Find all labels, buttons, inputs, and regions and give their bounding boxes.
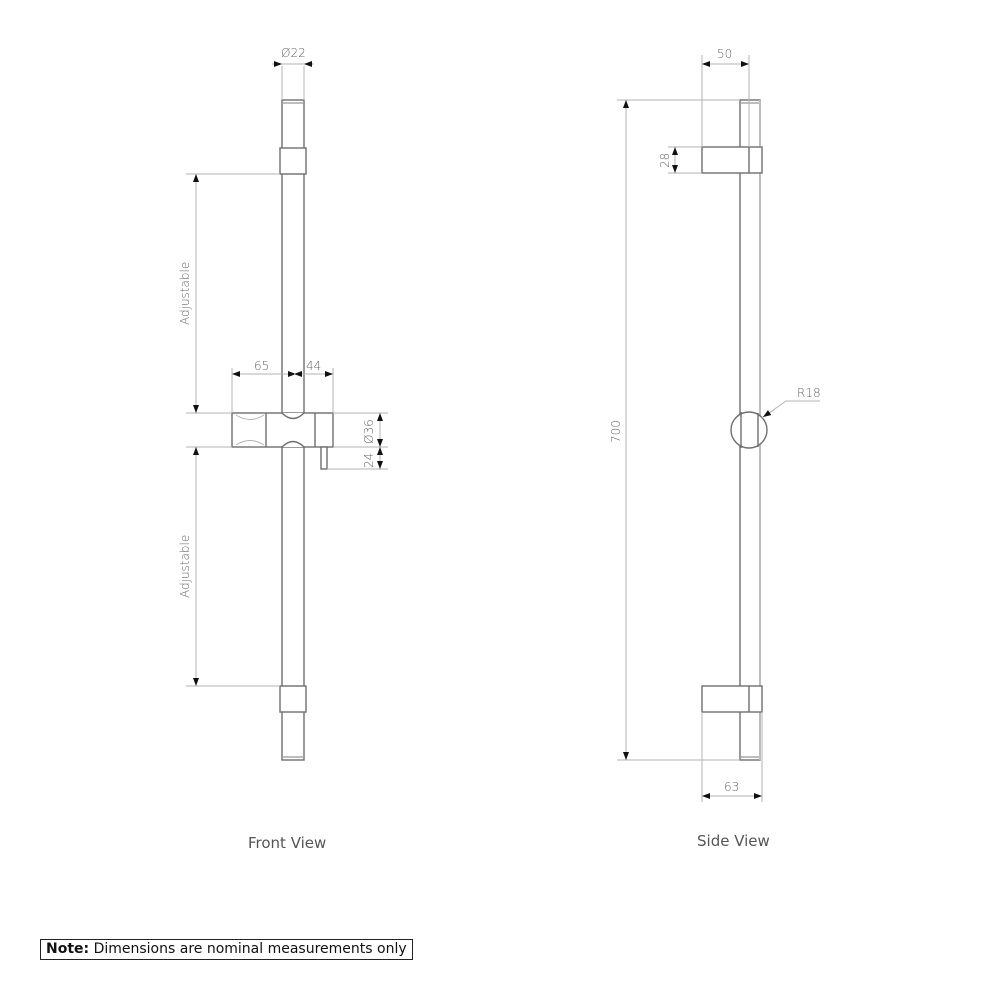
bottom-bracket — [279, 685, 307, 713]
top-bracket — [279, 147, 307, 175]
holder-left-width-label: 65 — [254, 359, 269, 373]
holder-right-width-label: 44 — [306, 359, 321, 373]
note-box: Note: Dimensions are nominal measurement… — [40, 939, 413, 960]
bottom-projection-label: 63 — [724, 780, 739, 794]
side-view-caption: Side View — [697, 832, 770, 850]
rail-diameter-label: Ø22 — [281, 46, 306, 60]
side-holder — [730, 411, 768, 449]
side-view: 50 28 700 R18 63 Side View — [609, 47, 821, 850]
top-projection-label: 50 — [717, 47, 732, 61]
front-view-caption: Front View — [248, 834, 326, 852]
front-view: Ø22 65 44 Ø36 24 Adjustable Adjustabl — [178, 46, 388, 852]
bracket-height-label: 28 — [658, 153, 672, 168]
side-top-bracket — [701, 146, 763, 174]
upper-adjustable-label: Adjustable — [178, 262, 192, 325]
note-label: Note: — [46, 941, 90, 957]
lower-adjustable-label: Adjustable — [178, 535, 192, 598]
overall-height-label: 700 — [609, 420, 623, 443]
shower-holder — [231, 412, 334, 470]
holder-diameter-label: Ø36 — [362, 419, 376, 444]
side-bottom-bracket — [701, 685, 763, 713]
lever-height-label: 24 — [362, 453, 376, 468]
note-text: Dimensions are nominal measurements only — [89, 941, 407, 957]
holder-radius-label: R18 — [797, 386, 821, 400]
